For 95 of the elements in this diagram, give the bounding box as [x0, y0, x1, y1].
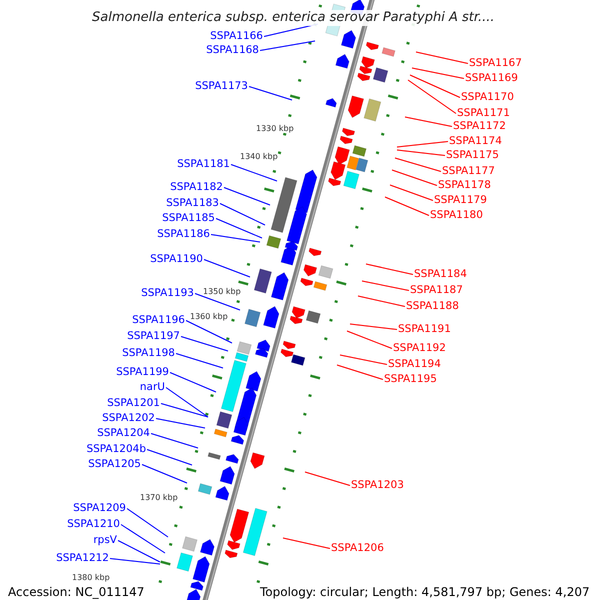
- leader-line: [384, 196, 430, 216]
- gene-label: SSPA1173: [195, 80, 248, 93]
- leader-line: [340, 354, 388, 365]
- gene-label: SSPA1209: [73, 502, 126, 515]
- leader-line: [194, 293, 240, 310]
- gene-label: rpsV: [93, 534, 117, 547]
- gene-label: SSPA1168: [206, 44, 259, 57]
- scale-label: 1380 kbp: [72, 572, 110, 582]
- leader-line: [410, 74, 460, 98]
- gene-label: SSPA1195: [384, 373, 437, 386]
- leader-line: [176, 353, 224, 368]
- gene-label: SSPA1198: [122, 347, 175, 360]
- gene-label: SSPA1206: [331, 542, 384, 555]
- leader-line: [120, 524, 166, 554]
- scale-label: 1360 kbp: [190, 312, 228, 320]
- gene-label: SSPA1199: [116, 366, 169, 379]
- gene-label: SSPA1179: [434, 194, 487, 207]
- scale-label: 1370 kbp: [140, 492, 178, 502]
- gene-label: SSPA1212: [56, 552, 109, 565]
- leader-line: [350, 324, 398, 330]
- scale-label: 1350 kbp: [203, 286, 241, 296]
- gene-label: SSPA1204: [97, 427, 150, 440]
- leader-line: [186, 320, 232, 344]
- leader-line: [366, 264, 414, 275]
- leader-line: [180, 336, 228, 352]
- gene-label: SSPA1186: [157, 228, 210, 241]
- gene-label: SSPA1167: [469, 57, 522, 70]
- leader-line: [248, 86, 292, 100]
- gene-label: SSPA1194: [388, 358, 441, 371]
- leader-line: [416, 52, 468, 64]
- leader-line: [404, 116, 452, 127]
- leader-line: [216, 218, 262, 238]
- gene-label: SSPA1178: [438, 179, 491, 192]
- leader-line: [210, 234, 260, 242]
- leader-line: [408, 80, 456, 114]
- leader-line: [396, 141, 448, 148]
- leader-line: [170, 372, 216, 392]
- gene-label: SSPA1203: [351, 479, 404, 492]
- leader-line: [358, 296, 406, 307]
- leader-line: [110, 558, 160, 564]
- gene-label: SSPA1175: [446, 149, 499, 162]
- gene-label: SSPA1197: [127, 330, 180, 343]
- leader-line: [118, 540, 160, 562]
- leader-line: [390, 184, 434, 201]
- gene-label: SSPA1184: [414, 268, 467, 281]
- leader-line: [362, 280, 410, 291]
- leader-line: [396, 150, 446, 156]
- scale-label: 1340 kbp: [240, 152, 278, 160]
- leader-line: [394, 158, 442, 172]
- leader-line: [142, 464, 188, 484]
- gene-label: SSPA1169: [465, 72, 518, 85]
- gene-label: SSPA1188: [406, 300, 459, 313]
- leader-line: [282, 538, 330, 549]
- gene-label: SSPA1185: [162, 212, 215, 225]
- leader-line: [166, 387, 208, 418]
- gene-label: SSPA1182: [170, 181, 223, 194]
- scale-label: 1330 kbp: [256, 124, 294, 132]
- gene-label: SSPA1170: [461, 91, 514, 104]
- leader-line: [346, 330, 392, 349]
- leader-line: [126, 508, 168, 538]
- gene-label: SSPA1187: [410, 284, 463, 297]
- gene-label: SSPA1166: [210, 30, 263, 43]
- gene-label: SSPA1202: [102, 412, 155, 425]
- gene-label: SSPA1171: [457, 107, 510, 120]
- leader-line: [336, 364, 384, 380]
- gene-label: SSPA1190: [150, 253, 203, 266]
- leader-line: [156, 418, 206, 428]
- gene-label: SSPA1205: [88, 458, 141, 471]
- gene-label: SSPA1181: [177, 158, 230, 171]
- leader-line: [230, 164, 278, 182]
- gene-label: SSPA1204b: [86, 443, 146, 456]
- leader-line: [224, 187, 270, 206]
- gene-label: SSPA1172: [453, 120, 506, 133]
- gene-label: SSPA1177: [442, 165, 495, 178]
- leader-line: [146, 449, 192, 466]
- gene-label: SSPA1180: [430, 209, 483, 222]
- gene-label: SSPA1201: [107, 397, 160, 410]
- footer-text: Topology: circular; Length: 4,581,797 bp; Genes: 4,207: [260, 585, 590, 599]
- leader-line: [392, 170, 438, 186]
- gene-label: SSPA1183: [166, 197, 219, 210]
- leader-line: [260, 40, 316, 51]
- gene-label: SSPA1191: [398, 323, 451, 336]
- gene-label: SSPA1174: [449, 135, 502, 148]
- gene-label: SSPA1193: [141, 287, 194, 300]
- leader-line: [304, 472, 350, 486]
- leader-line: [160, 403, 208, 418]
- gene-label: SSPA1210: [67, 518, 120, 531]
- gene-label: SSPA1192: [393, 342, 446, 355]
- footer-text: Accession: NC_011147: [8, 585, 144, 599]
- leader-line: [220, 203, 266, 226]
- gene-label: SSPA1196: [132, 314, 185, 327]
- leader-line: [412, 68, 464, 79]
- leader-line: [150, 433, 198, 448]
- gene-label: narU: [140, 381, 165, 394]
- leader-line: [204, 259, 250, 278]
